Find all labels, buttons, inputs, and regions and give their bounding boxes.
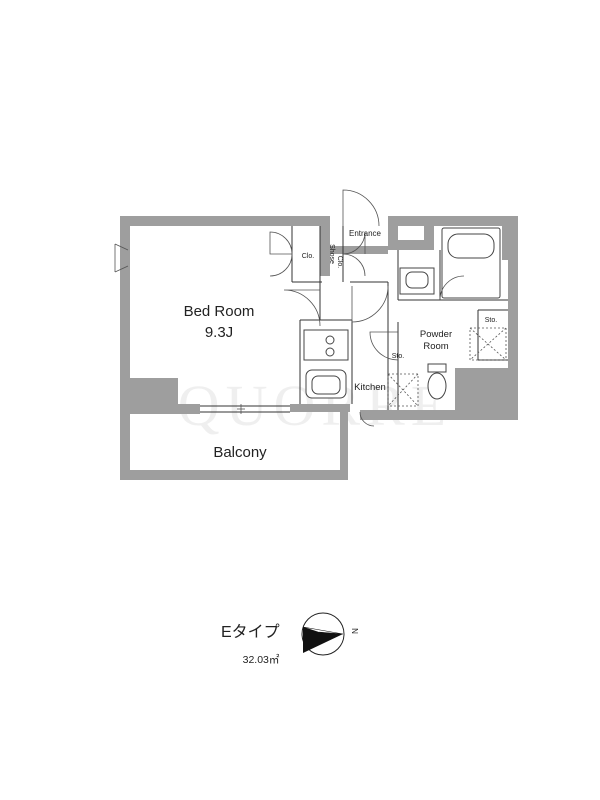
closet-label: Clo.: [302, 253, 315, 260]
shoes-closet-label-2: Clo.: [336, 256, 343, 269]
kitchen-fixtures: [303, 329, 349, 399]
interior-walls: [291, 226, 508, 410]
entrance-label: Entrance: [349, 229, 382, 238]
storage-boxes: [387, 327, 507, 407]
powder-room-label-2: Room: [423, 341, 448, 352]
north-compass-icon: N: [301, 612, 359, 656]
north-letter: N: [350, 628, 359, 634]
storage-label-corridor: Sto.: [392, 353, 405, 360]
toilet-fixture: [427, 363, 447, 400]
shoes-closet-label-1: Shose: [328, 244, 335, 264]
powder-room-label-1: Powder: [420, 329, 452, 340]
plan-type-label: Eタイプ: [221, 623, 280, 641]
kitchen-label: Kitchen: [354, 382, 386, 393]
balcony-window: [200, 404, 290, 414]
outer-walls: [120, 216, 518, 480]
floor-area: 32.03㎡: [243, 654, 280, 666]
bedroom-label: Bed Room: [184, 303, 255, 320]
storage-label-powder: Sto.: [485, 317, 498, 324]
balcony-label: Balcony: [213, 444, 267, 461]
doors: [114, 189, 465, 427]
bedroom-size: 9.3J: [205, 324, 233, 341]
